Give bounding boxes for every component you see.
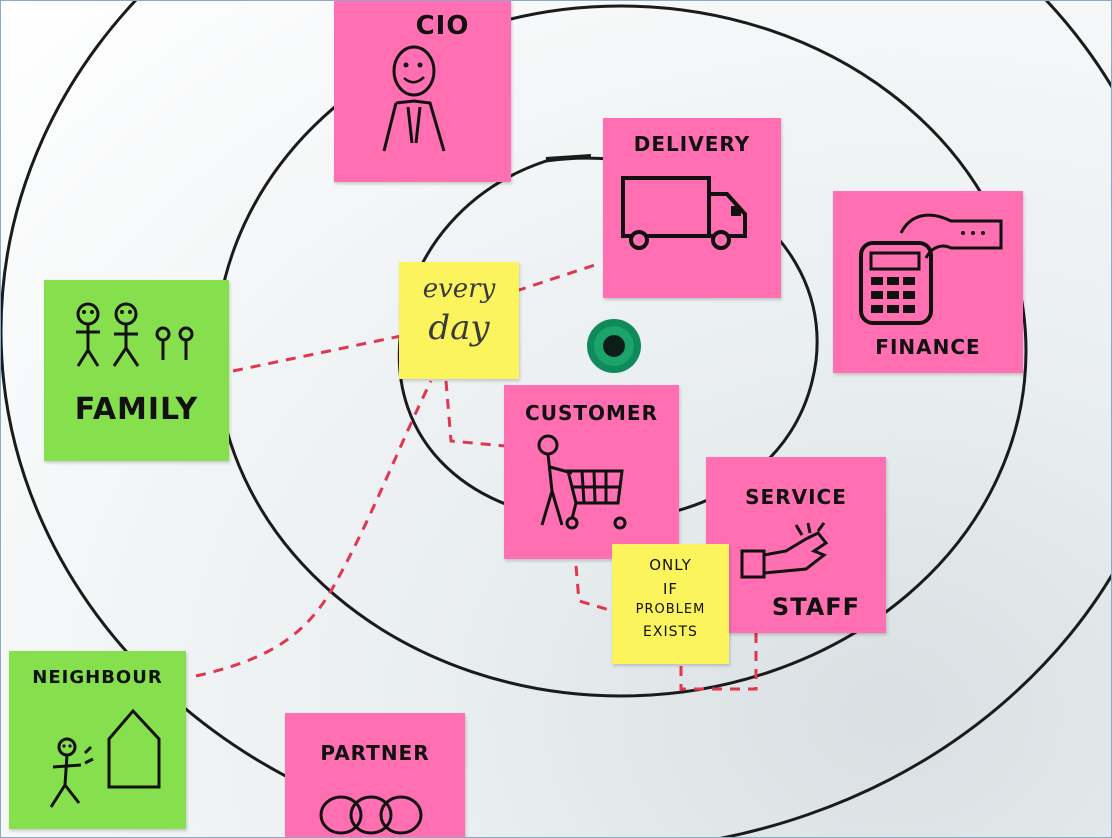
note-service-staff: SERVICE STAFF [706, 457, 886, 633]
house-icon [49, 708, 161, 808]
inner-ring-tick [545, 154, 592, 161]
note-finance: FINANCE [833, 191, 1023, 373]
note-partner-label: PARTNER [320, 741, 430, 765]
note-only-if-line2: IF [662, 580, 679, 598]
truck-icon [621, 176, 747, 250]
helping-hand-icon [740, 522, 829, 579]
note-family-label: FAMILY [74, 392, 199, 427]
note-delivery: DELIVERY [603, 118, 781, 298]
note-service-label-bottom: STAFF [771, 593, 861, 621]
note-neighbour-label: NEIGHBOUR [32, 667, 163, 688]
note-delivery-label: DELIVERY [633, 132, 751, 156]
note-service-label-top: SERVICE [745, 485, 847, 509]
note-every-day-line2: day [428, 308, 490, 348]
dash-everyday-delivery [515, 261, 602, 293]
bullseye-dot [587, 319, 641, 373]
note-every-day: every day [399, 262, 519, 379]
person-icon [382, 45, 446, 152]
dash-everyday-customer [444, 380, 507, 448]
note-cio: CIO [334, 1, 511, 182]
dash-customer-onlyif [574, 565, 614, 613]
note-customer-label: CUSTOMER [525, 401, 658, 425]
dash-neighbour-everyday [195, 380, 433, 678]
card-terminal-icon [859, 213, 1003, 325]
note-every-day-line1: every [422, 274, 496, 304]
note-only-if-line1: ONLY [649, 556, 692, 574]
note-only-if-line4: EXISTS [643, 624, 698, 640]
note-only-if: ONLY IF PROBLEM EXISTS [612, 544, 729, 664]
note-customer: CUSTOMER [504, 385, 679, 559]
note-finance-label: FINANCE [875, 335, 981, 359]
dash-family-everyday [232, 334, 402, 373]
note-partner: PARTNER [285, 713, 465, 837]
shopping-cart-icon [537, 434, 627, 530]
rings-icon [319, 795, 423, 835]
note-neighbour: NEIGHBOUR [9, 651, 186, 829]
note-only-if-line3: PROBLEM [635, 602, 706, 617]
dash-onlyif-service [679, 631, 758, 691]
family-icon [76, 302, 194, 367]
note-family: FAMILY [44, 280, 229, 461]
note-cio-label: CIO [415, 11, 470, 41]
